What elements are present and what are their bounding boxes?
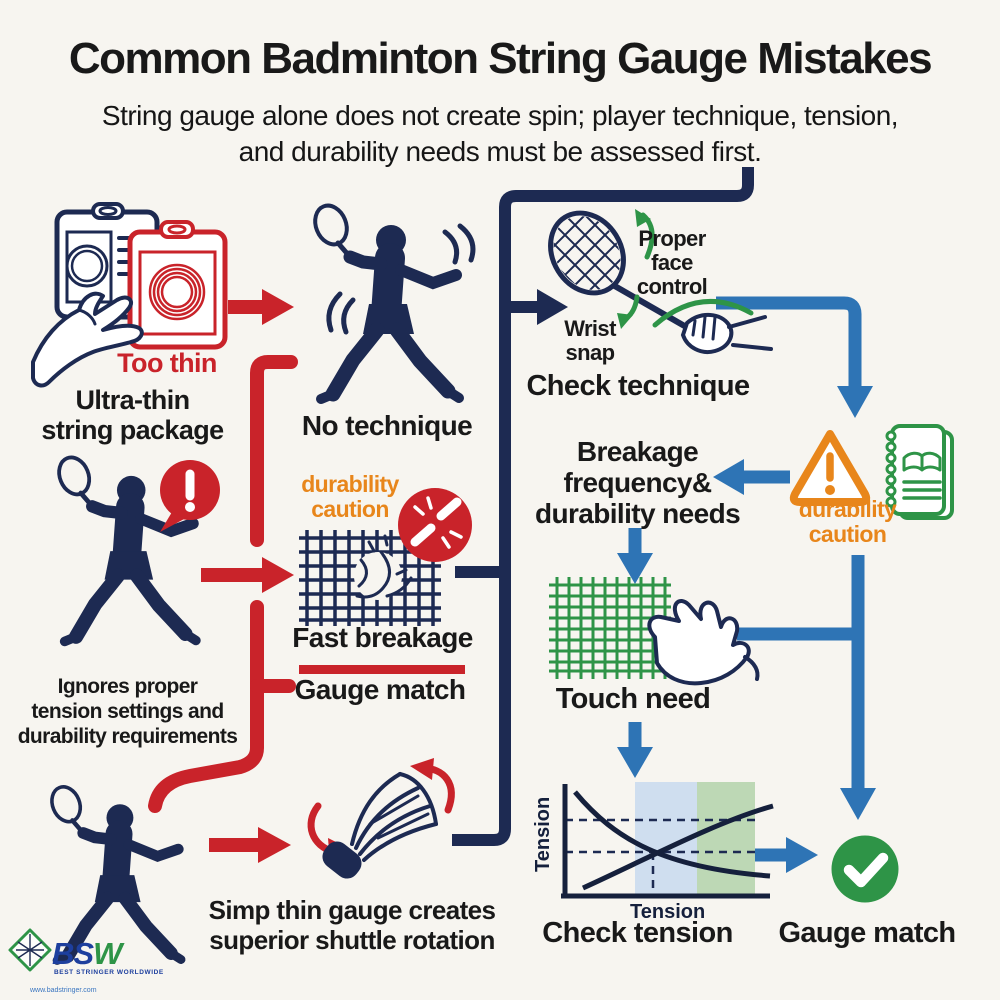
blue-down-arrowhead-3-icon xyxy=(840,788,876,820)
fast-breakage-underline xyxy=(299,665,465,674)
blue-right-arrowhead-icon xyxy=(786,837,818,873)
blue-technique-to-caution xyxy=(716,296,862,386)
exclamation-bubble-icon xyxy=(160,460,220,532)
durability-caution-mid-label: durability caution xyxy=(301,471,399,523)
grip-hand-icon xyxy=(680,313,734,354)
proper-face-control-label: Proper face control xyxy=(636,226,708,300)
logo-text: BSW xyxy=(52,936,125,971)
motion-arc-icon xyxy=(442,229,460,265)
warning-triangle-icon xyxy=(789,430,871,506)
check-technique-label: Check technique xyxy=(526,370,750,402)
navy-main-connector xyxy=(452,167,754,846)
no-technique-label: No technique xyxy=(301,410,473,441)
touch-hand-icon xyxy=(647,599,751,686)
wrist-snap-label: Wrist snap xyxy=(564,316,616,366)
string-package-icon xyxy=(31,202,228,388)
too-thin-badge: Too thin xyxy=(117,348,217,378)
red-arrowhead-1-icon xyxy=(262,289,294,325)
ultra-thin-label: Ultra-thin string package xyxy=(41,385,224,445)
tension-chart: Tension Tension xyxy=(532,782,774,923)
racket-technique-icon xyxy=(540,203,773,354)
green-swing-arrows-icon xyxy=(617,209,754,329)
logo-tagline: BEST STRINGER WORLDWIDE xyxy=(54,969,164,976)
shuttle-rotation-label: Simp thin gauge creates superior shuttle… xyxy=(208,895,496,955)
motion-arc-icon xyxy=(457,223,476,263)
durability-caution-right-label: durability caution xyxy=(798,496,897,548)
blue-down-arrowhead-2-icon xyxy=(617,553,653,584)
page-subtitle: String gauge alone does not create spin;… xyxy=(101,100,899,168)
gauge-match-end-label: Gauge match xyxy=(778,917,956,949)
gauge-match-mid-label: Gauge match xyxy=(294,674,466,705)
touch-grid-icon xyxy=(549,577,760,686)
motion-arc-icon xyxy=(326,291,343,333)
motion-arc-icon xyxy=(341,297,356,335)
hand-icon xyxy=(31,291,144,388)
ignores-label: Ignores proper tension settings and dura… xyxy=(17,675,238,748)
breakage-needs-label: Breakage frequency& durability needs xyxy=(534,436,741,529)
blue-left-arrowhead-icon xyxy=(713,459,744,495)
chart-x-axis-label: Tension xyxy=(630,901,705,923)
check-tension-label: Check tension xyxy=(542,917,733,949)
bsw-logo: BSW BEST STRINGER WORLDWIDE www.badstrin… xyxy=(8,928,164,994)
blue-down-arrowhead-1-icon xyxy=(837,386,873,418)
page-title: Common Badminton String Gauge Mistakes xyxy=(68,34,933,83)
blue-down-arrowhead-4-icon xyxy=(617,747,653,778)
check-circle-icon xyxy=(831,835,899,903)
red-arrowhead-2-icon xyxy=(262,557,294,593)
fast-breakage-label: Fast breakage xyxy=(292,622,473,653)
broken-string-badge-icon xyxy=(398,488,472,562)
notebook-icon xyxy=(885,424,954,520)
red-arrowhead-3-icon xyxy=(258,827,291,863)
navy-technique-arrowhead-icon xyxy=(537,289,568,325)
logo-website: www.badstringer.com xyxy=(29,987,97,994)
badminton-player-no-technique-icon xyxy=(293,198,476,413)
chart-y-axis-label: Tension xyxy=(532,797,554,872)
shuttlecock-icon xyxy=(307,758,455,879)
red-bracket-bottom xyxy=(148,600,264,813)
touch-need-label: Touch need xyxy=(555,683,711,715)
red-bracket-top xyxy=(250,355,298,547)
broken-string-grid-icon xyxy=(299,488,472,626)
